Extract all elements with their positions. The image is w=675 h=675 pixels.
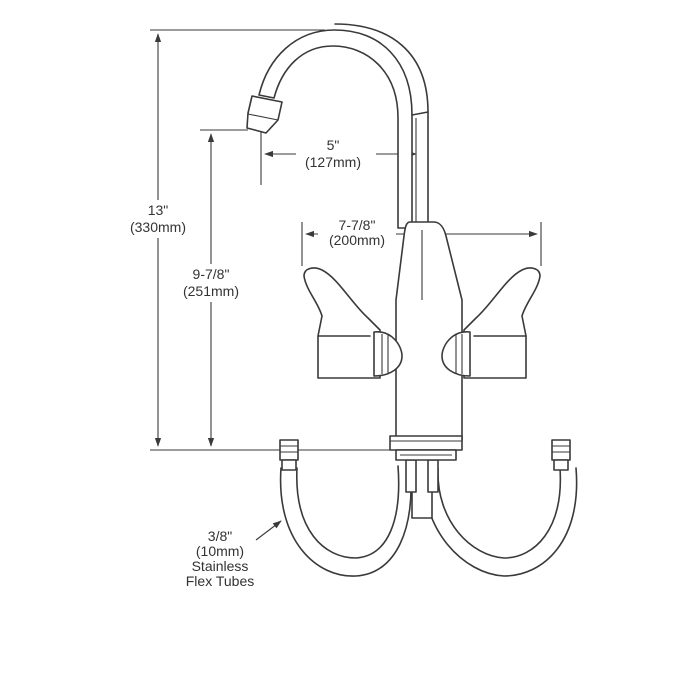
label-mask <box>118 200 198 238</box>
overall-height-metric: (330mm) <box>130 219 186 235</box>
right-lever-handle <box>441 267 541 379</box>
flex-tube-callout: 3/8" (10mm) Stainless Flex Tubes <box>186 520 282 589</box>
flex-tubes <box>279 439 578 577</box>
right-tube-nut <box>551 439 571 461</box>
flex-tube-right <box>423 439 578 577</box>
left-lever-handle <box>303 267 403 379</box>
overall-height-imperial: 13" <box>148 202 169 218</box>
handle-spread-metric: (200mm) <box>329 232 385 248</box>
callout-leader-arrow <box>255 520 282 541</box>
faucet-column <box>395 221 463 441</box>
left-inlet-stub <box>405 459 417 493</box>
faucet-body <box>246 23 541 461</box>
dimension-spout-height: 9-7/8" (251mm) <box>170 129 254 447</box>
spout-reach-imperial: 5" <box>327 137 340 153</box>
center-shank <box>405 457 439 519</box>
handle-spread-imperial: 7-7/8" <box>339 217 376 233</box>
dimension-spout-reach: 5" (127mm) <box>260 122 417 185</box>
callout-part-name: Flex Tubes <box>186 573 254 589</box>
right-tube-ferrule <box>553 459 569 471</box>
right-inlet-stub <box>427 459 439 493</box>
spout-reach-metric: (127mm) <box>305 154 361 170</box>
base-escutcheon <box>389 435 463 461</box>
callout-size-imperial: 3/8" <box>208 528 232 544</box>
gooseneck-spout <box>258 23 429 229</box>
left-tube-ferrule <box>281 459 297 471</box>
spout-height-metric: (251mm) <box>183 283 239 299</box>
label-mask <box>318 218 396 248</box>
callout-size-metric: (10mm) <box>196 543 244 559</box>
spout-aerator <box>246 95 283 134</box>
spout-height-imperial: 9-7/8" <box>193 266 230 282</box>
dimension-overall-height: 13" (330mm) <box>118 29 395 451</box>
callout-material: Stainless <box>192 558 249 574</box>
left-tube-nut <box>279 439 299 461</box>
flex-tube-left <box>279 439 412 577</box>
label-mask <box>296 138 376 172</box>
label-mask <box>170 264 254 302</box>
